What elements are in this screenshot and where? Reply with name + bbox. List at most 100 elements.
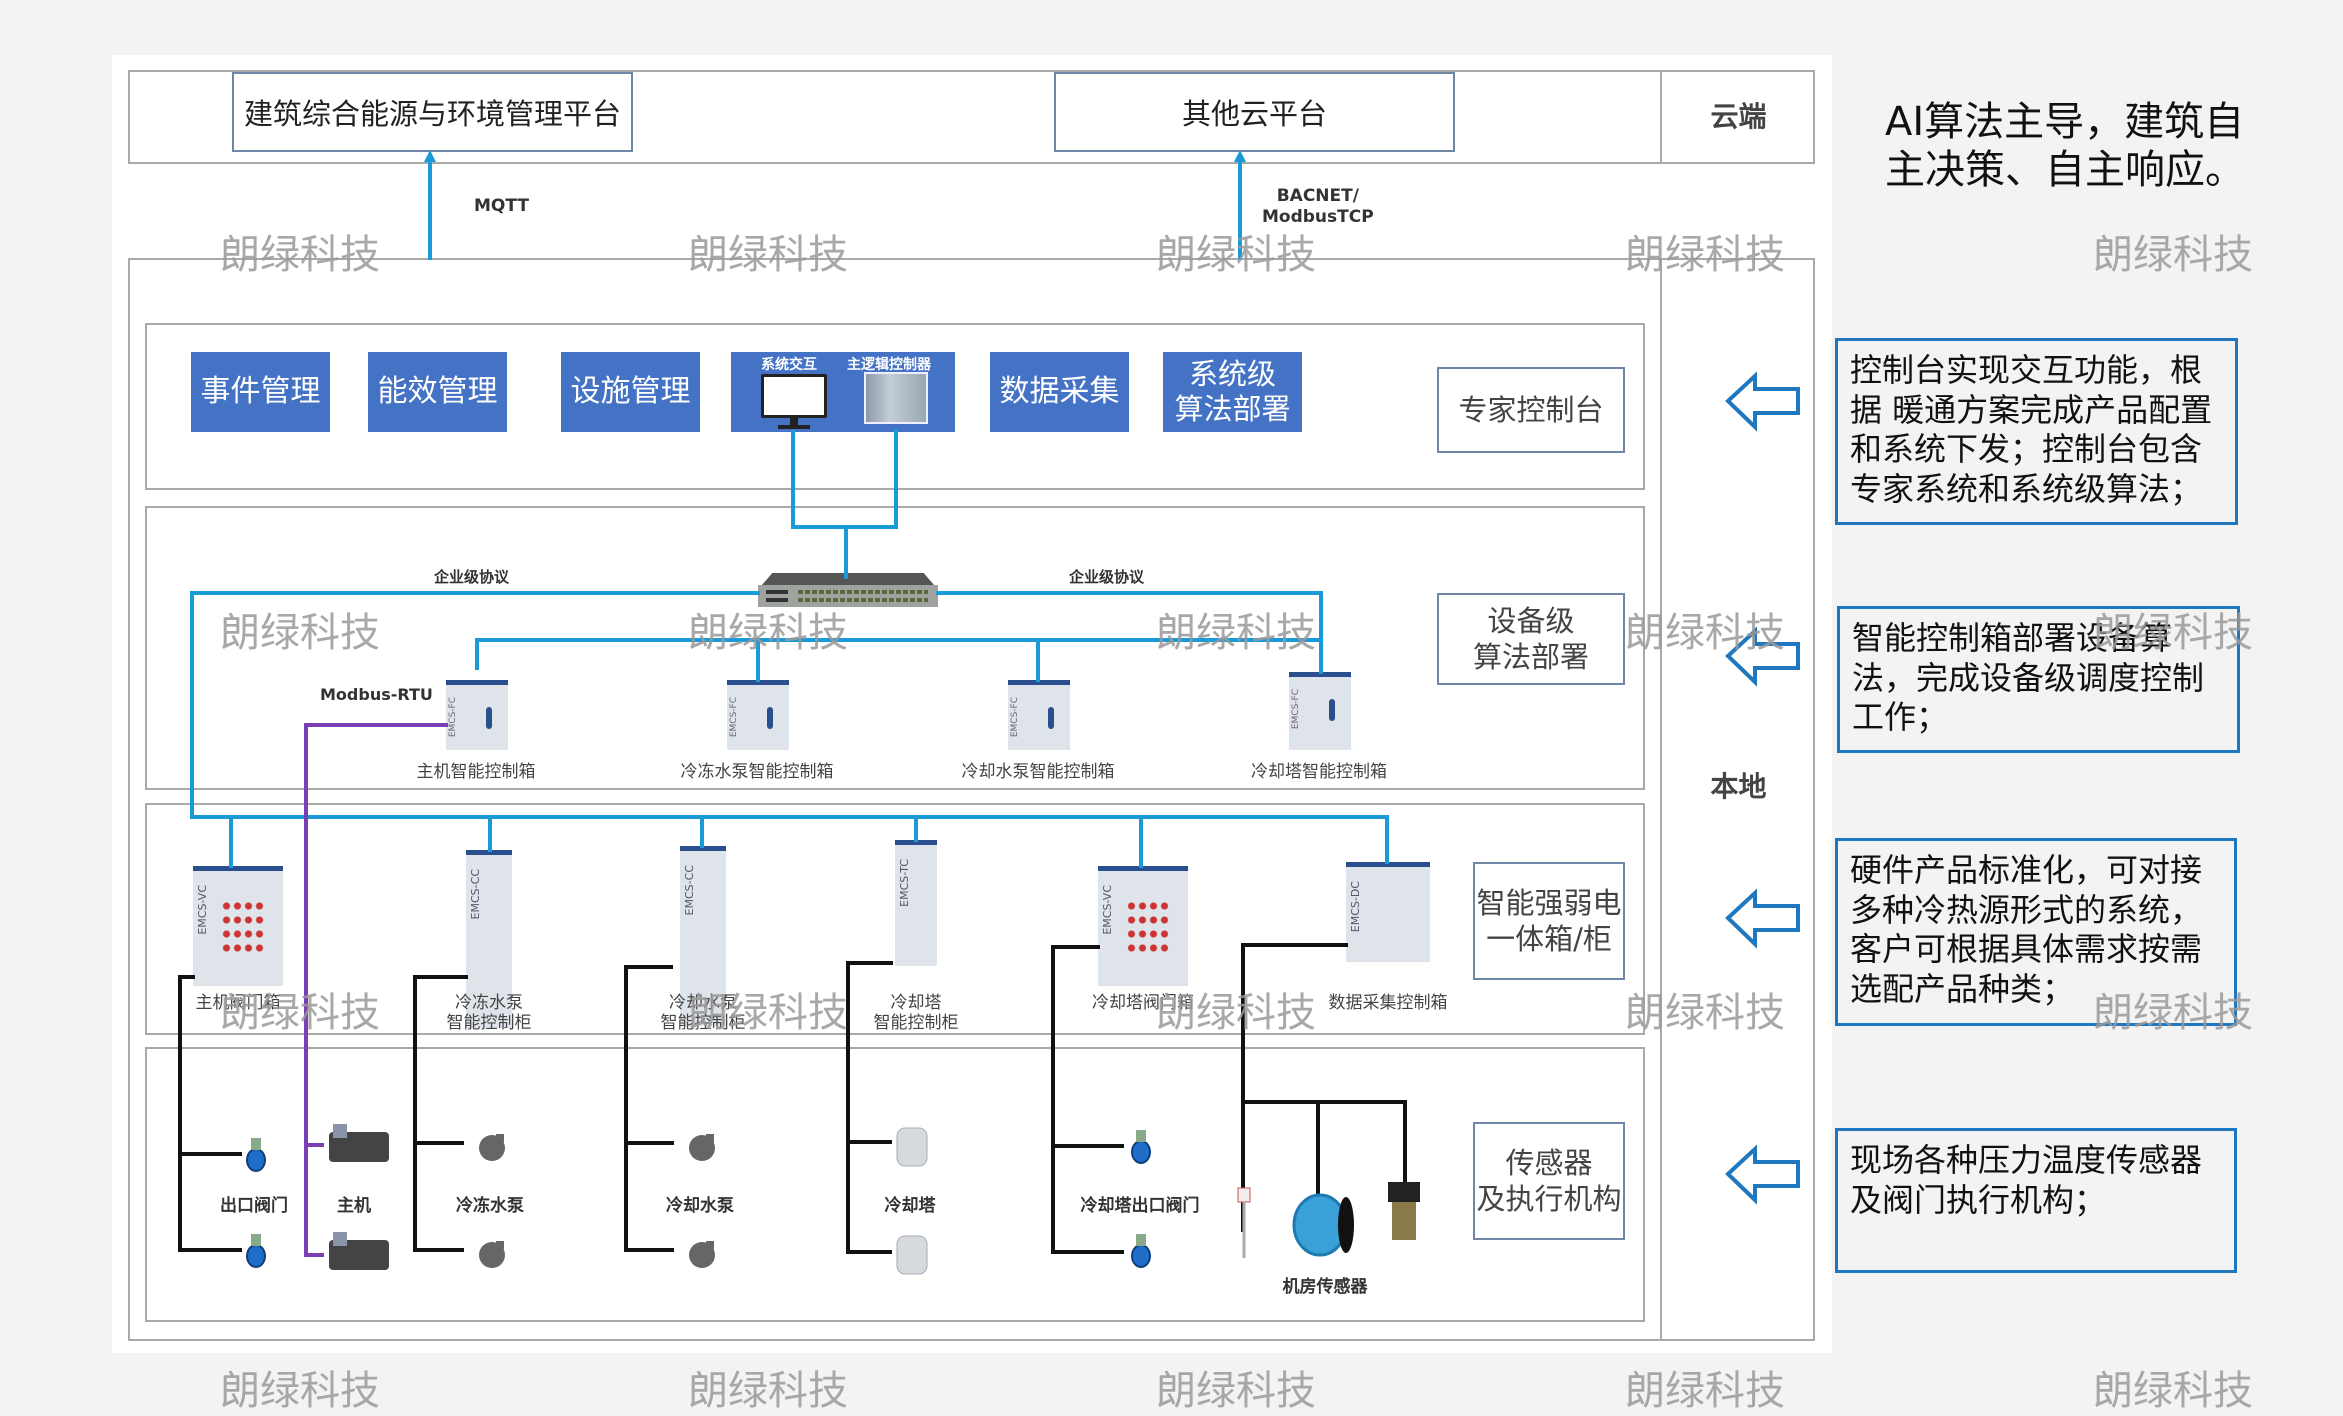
modbus-rtu-label: Modbus-RTU [320,685,433,704]
feature-facility-management[interactable]: 设施管理 [561,352,700,432]
watermark: 朗绿科技 [1625,1368,1785,1414]
watermark: 朗绿科技 [688,610,848,656]
pump-icon [479,1134,715,1268]
console-left-label: 系统交互 [761,357,817,373]
bacnet-label: BACNET/ ModbusTCP [1262,186,1374,228]
watermark: 朗绿科技 [688,990,848,1036]
console-link [791,430,898,529]
other-cloud-box[interactable]: 其他云平台 [1054,72,1455,152]
watermark: 朗绿科技 [688,232,848,278]
smart-controller-box[interactable]: EMCS-FC [446,680,508,750]
tier-label-device-text: 设备级 算法部署 [1472,603,1589,674]
control-cabinet[interactable]: EMCS-CC [680,846,726,1026]
control-cabinet[interactable]: EMCS-TC [895,840,937,966]
local-zone-label: 本地 [1710,770,1767,803]
note-hardware-text: 硬件产品标准化，可对接多种冷热源形式的系统，客户可根据具体需求按需选配产品种类； [1850,851,2203,1009]
indicator-lights-icon [1126,899,1170,955]
feature-energy-efficiency[interactable]: 能效管理 [368,352,507,432]
headline: AI算法主导，建筑自主决策、自主响应。 [1885,99,2245,193]
chiller-icon [329,1124,389,1270]
smart-controller-box[interactable]: EMCS-FC [1008,680,1070,750]
controller-label: 冷冻水泵智能控制箱 [680,762,834,782]
energy-platform-box[interactable]: 建筑综合能源与环境管理平台 [232,72,633,152]
enterprise-protocol-left: 企业级协议 [434,568,510,586]
feature-label: 事件管理 [200,374,321,409]
cabinet-handle-icon [767,707,773,729]
note-console-text: 控制台实现交互功能，根据 暖通方案完成产品配置和系统下发；控制台包含专家系统和系… [1850,351,2213,509]
feature-label: 数据采集 [999,374,1120,409]
feature-system-algorithm[interactable]: 系统级 算法部署 [1163,352,1302,432]
cabinet-handle-icon [1048,707,1054,729]
mqtt-label: MQTT [474,196,529,216]
energy-platform-label: 建筑综合能源与环境管理平台 [243,97,621,131]
note-sensors: 现场各种压力温度传感器及阀门执行机构； [1835,1128,2237,1273]
watermark: 朗绿科技 [2093,610,2253,656]
cabinet-label: 数据采集控制箱 [1328,993,1448,1013]
watermark: 朗绿科技 [2093,1368,2253,1414]
cloud-zone-label: 云端 [1710,100,1767,133]
note-controller-text: 智能控制箱部署设备算法，完成设备级调度控制工作； [1852,619,2205,737]
other-cloud-label: 其他云平台 [1181,97,1327,131]
watermark: 朗绿科技 [220,990,380,1036]
monitor-stand-icon [790,418,798,426]
watermark: 朗绿科技 [1156,990,1316,1036]
cloud-zone-divider [1660,70,1662,164]
tier-label-device: 设备级 算法部署 [1437,593,1625,685]
plc-controller-icon [864,372,928,424]
cloud-zone [128,70,1815,164]
watermark: 朗绿科技 [688,1368,848,1414]
cabinet-handle-icon [1329,699,1335,721]
smart-controller-box[interactable]: EMCS-FC [727,680,789,750]
enterprise-protocol-right: 企业级协议 [1069,568,1145,586]
smart-controller-box[interactable]: EMCS-FC [1289,672,1351,750]
watermark: 朗绿科技 [220,610,380,656]
enterprise-bus-right [936,591,1323,647]
control-cabinet[interactable]: EMCS-VC [193,866,283,986]
tier-label-cabinet-text: 智能强弱电 一体箱/柜 [1476,885,1622,956]
device-label-chilled-pump: 冷冻水泵 [456,1196,524,1216]
cabinet-label: 冷冻水泵 智能控制柜 [446,993,532,1034]
watermark: 朗绿科技 [2093,232,2253,278]
local-zone [128,258,1815,1341]
watermark: 朗绿科技 [220,1368,380,1414]
monitor-icon [761,374,827,418]
watermark: 朗绿科技 [1156,232,1316,278]
device-label-room-sensors: 机房传感器 [1282,1277,1368,1297]
device-label-cooling-pump: 冷却水泵 [666,1196,734,1216]
tier-sensors [145,1047,1645,1322]
control-cabinet[interactable]: EMCS-DC [1346,862,1430,962]
indicator-lights-icon [221,899,265,955]
control-cabinet[interactable]: EMCS-VC [1098,866,1188,986]
butterfly-valve-icon [246,1130,1151,1268]
controller-label: 冷却水泵智能控制箱 [961,762,1115,782]
cabinet-label: 冷却塔阀门箱 [1092,993,1194,1013]
console-right-label: 主逻辑控制器 [847,357,931,373]
device-label-outlet-valve: 出口阀门 [220,1196,288,1216]
control-cabinet[interactable]: EMCS-CC [466,850,512,1028]
watermark: 朗绿科技 [220,232,380,278]
device-label-tower-outlet-valve: 冷却塔出口阀门 [1080,1196,1200,1216]
tier-label-expert: 专家控制台 [1437,367,1625,453]
feature-label: 系统级 算法部署 [1174,357,1291,426]
feature-data-collection[interactable]: 数据采集 [990,352,1129,432]
note-console: 控制台实现交互功能，根据 暖通方案完成产品配置和系统下发；控制台包含专家系统和系… [1835,338,2238,525]
console-box[interactable]: 系统交互 主逻辑控制器 [731,352,955,432]
device-label-cooling-tower: 冷却塔 [884,1196,936,1216]
controller-label: 冷却塔智能控制箱 [1251,762,1387,782]
note-sensors-text: 现场各种压力温度传感器及阀门执行机构； [1850,1141,2203,1219]
local-zone-divider [1660,258,1662,1341]
feature-label: 能效管理 [377,374,498,409]
cabinet-bus [190,815,1389,864]
watermark: 朗绿科技 [1156,1368,1316,1414]
cooling-tower-icon [896,1127,928,1275]
watermark: 朗绿科技 [1625,232,1785,278]
feature-event-management[interactable]: 事件管理 [191,352,330,432]
cabinet-label: 冷却水泵 智能控制柜 [660,993,746,1034]
controller-label: 主机智能控制箱 [416,762,536,782]
monitor-base-icon [778,425,810,429]
modbus-rtu-line [304,723,448,1257]
enterprise-bus-left [190,591,760,819]
mqtt-arrowhead [424,150,436,162]
tier-label-sensor: 传感器 及执行机构 [1473,1122,1625,1240]
